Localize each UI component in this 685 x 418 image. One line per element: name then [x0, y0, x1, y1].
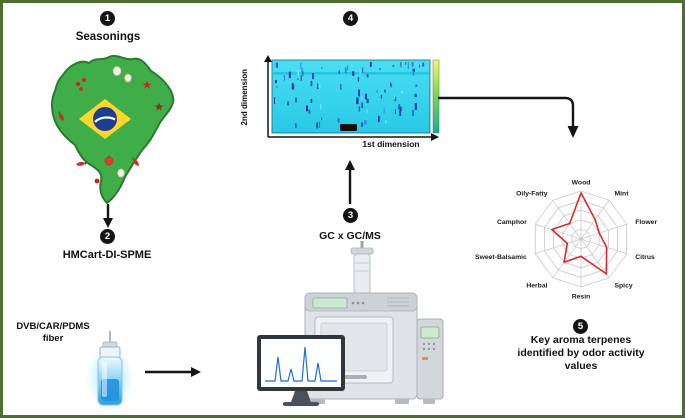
computer-monitor: [257, 335, 345, 406]
gc-control-screen: [312, 297, 348, 309]
radar-series: [551, 192, 608, 275]
colorbar: [432, 59, 440, 134]
chromatogram-peak-spots: [274, 62, 425, 129]
fiber-label: DVB/CAR/PDMS fiber: [16, 321, 90, 344]
vial-cap: [99, 346, 121, 359]
oven-door-handle: [343, 375, 367, 379]
radar-category-label: Mint: [615, 190, 630, 197]
step-5-caption: Key aroma terpenes identified by odor ac…: [517, 334, 645, 373]
y-axis-arrow: [264, 55, 272, 62]
chromatogram-plot-area: [271, 59, 431, 134]
radar-category-label: Camphor: [497, 219, 527, 226]
step-2-label: HMCart-DI-SPME: [62, 249, 152, 261]
brazil-map-illustration: [51, 54, 175, 204]
step-2-badge: 2: [100, 229, 115, 244]
radar-series-group: [551, 192, 608, 275]
arrow-right-spme-to-gc: [145, 367, 201, 377]
spice-icons: [58, 66, 164, 184]
step-5-badge: 5: [573, 319, 588, 334]
chromatogram-y-axis-label: 2nd dimension: [239, 68, 249, 126]
step-3-label: GC x GC/MS: [319, 230, 381, 242]
radar-category-label: Flower: [635, 219, 657, 226]
monitor-chromatogram-trace: [265, 346, 337, 382]
radar-category-label: Resin: [572, 293, 591, 300]
ms-display: [420, 326, 440, 339]
chromatogram-x-axis-label: 1st dimension: [362, 139, 420, 149]
arrow-elbow-chromatogram-to-radar: [438, 96, 579, 138]
arrow-down-map-to-spme: [103, 204, 113, 228]
spme-vial-illustration: [86, 331, 134, 411]
injector-tower: [353, 253, 371, 295]
radar-category-label: Oily-Fatty: [516, 190, 548, 197]
arrow-up-gc-to-chromatogram: [345, 160, 355, 204]
radar-category-label: Spicy: [615, 283, 633, 290]
radar-category-label: Wood: [572, 179, 591, 186]
chromatogram-legend-box: [340, 124, 357, 131]
radar-grid: [534, 190, 628, 288]
radar-category-label: Sweet-Balsamic: [475, 254, 527, 261]
brazil-flag: [79, 99, 131, 139]
radar-category-label: Citrus: [635, 254, 655, 261]
step-1-label: Seasonings: [75, 31, 141, 43]
radar-category-label: Herbal: [526, 283, 547, 290]
step-3-badge: 3: [343, 208, 358, 223]
gcms-instrument-illustration: [257, 241, 444, 406]
gcxgc-chromatogram: [264, 55, 440, 141]
step-1-badge: 1: [100, 11, 115, 26]
x-axis-arrow: [431, 133, 439, 141]
step-4-badge: 4: [343, 11, 358, 26]
